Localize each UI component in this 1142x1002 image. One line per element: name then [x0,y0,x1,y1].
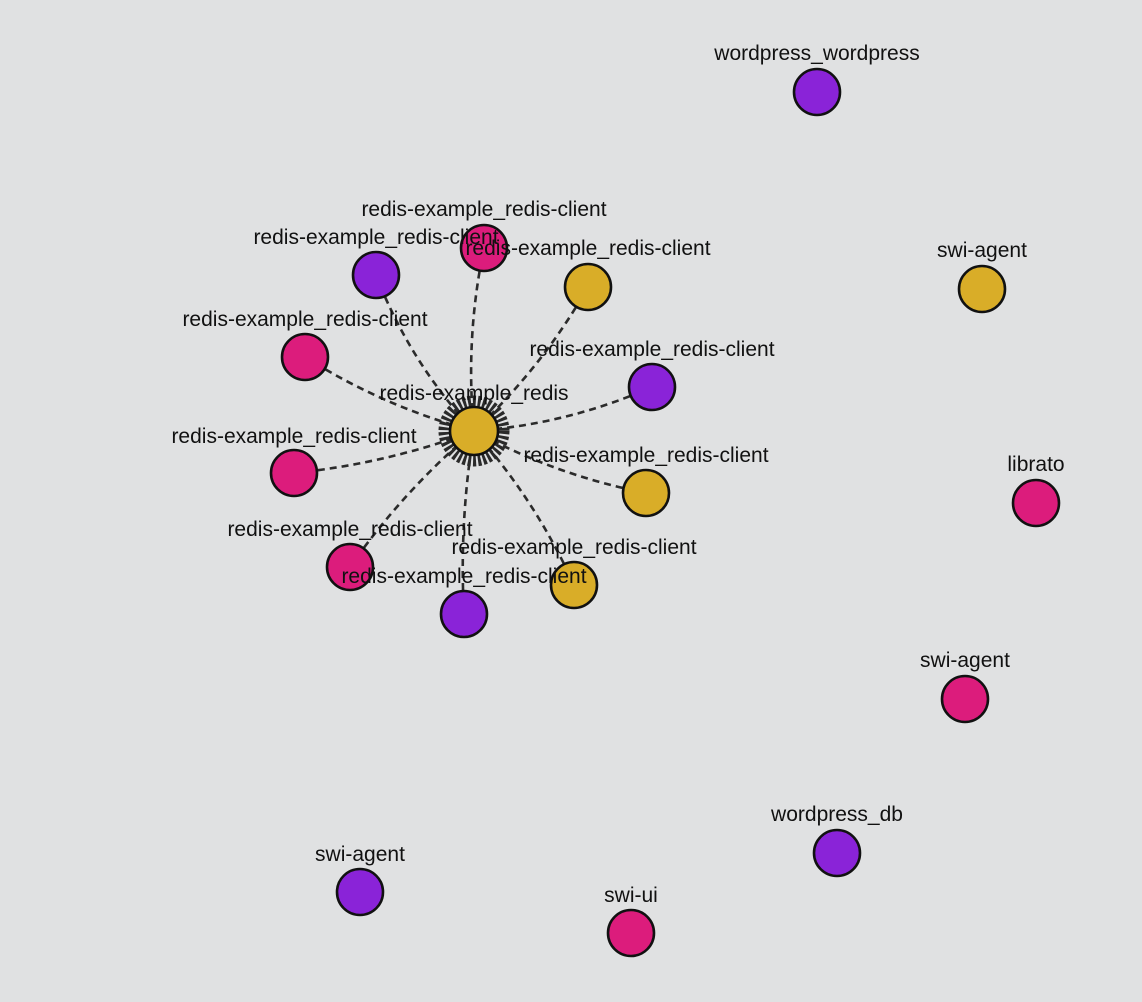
node-circle-c9[interactable] [439,589,489,639]
node-label-c4: redis-example_redis-client [182,308,427,331]
node-label-c8: redis-example_redis-client [227,518,472,541]
node-label-agent1: swi-agent [937,239,1027,262]
node-label-c10: redis-example_redis-client [451,536,696,559]
node-circle-c6[interactable] [269,448,319,498]
node-c3[interactable] [563,262,613,312]
node-label-wp: wordpress_wordpress [713,42,919,65]
node-wp[interactable] [792,67,842,117]
node-label-c9: redis-example_redis-client [341,565,586,588]
node-circle-c3[interactable] [563,262,613,312]
node-circle-hub[interactable] [448,405,500,457]
node-circle-agent1[interactable] [957,264,1007,314]
nodes-layer [269,67,1061,958]
node-circle-librato[interactable] [1011,478,1061,528]
node-circle-c7[interactable] [621,468,671,518]
node-circle-c2[interactable] [459,223,509,273]
node-label-ui: swi-ui [604,884,658,907]
node-circle-c5[interactable] [627,362,677,412]
node-circle-c10[interactable] [549,560,599,610]
node-circle-ui[interactable] [606,908,656,958]
node-c8[interactable] [325,542,375,592]
node-c10[interactable] [549,560,599,610]
node-label-agent2: swi-agent [920,649,1010,672]
node-librato[interactable] [1011,478,1061,528]
focus-ring [438,395,510,467]
node-circle-wpdb[interactable] [812,828,862,878]
node-c2[interactable] [459,223,509,273]
node-c1[interactable] [351,250,401,300]
node-label-librato: librato [1007,453,1064,476]
node-wpdb[interactable] [812,828,862,878]
node-label-agent3: swi-agent [315,843,405,866]
node-circle-c1[interactable] [351,250,401,300]
node-label-c3: redis-example_redis-client [465,237,710,260]
node-label-c7: redis-example_redis-client [523,444,768,467]
node-circle-c8[interactable] [325,542,375,592]
node-c7[interactable] [621,468,671,518]
node-agent2[interactable] [940,674,990,724]
node-ui[interactable] [606,908,656,958]
node-hub[interactable] [438,395,510,467]
node-c6[interactable] [269,448,319,498]
node-c9[interactable] [439,589,489,639]
node-c5[interactable] [627,362,677,412]
node-circle-agent2[interactable] [940,674,990,724]
node-c4[interactable] [280,332,330,382]
node-circle-agent3[interactable] [335,867,385,917]
node-label-hub: redis-example_redis [379,382,568,405]
node-label-c2: redis-example_redis-client [361,198,606,221]
node-agent3[interactable] [335,867,385,917]
node-label-c6: redis-example_redis-client [171,425,416,448]
labels-layer: redis-example_redis redis-example_redis-c… [171,42,1064,907]
node-circle-wp[interactable] [792,67,842,117]
node-agent1[interactable] [957,264,1007,314]
node-label-wpdb: wordpress_db [770,803,903,826]
node-label-c1: redis-example_redis-client [253,226,498,249]
node-label-c5: redis-example_redis-client [529,338,774,361]
node-circle-c4[interactable] [280,332,330,382]
edge-c1-to-hub [374,274,475,432]
